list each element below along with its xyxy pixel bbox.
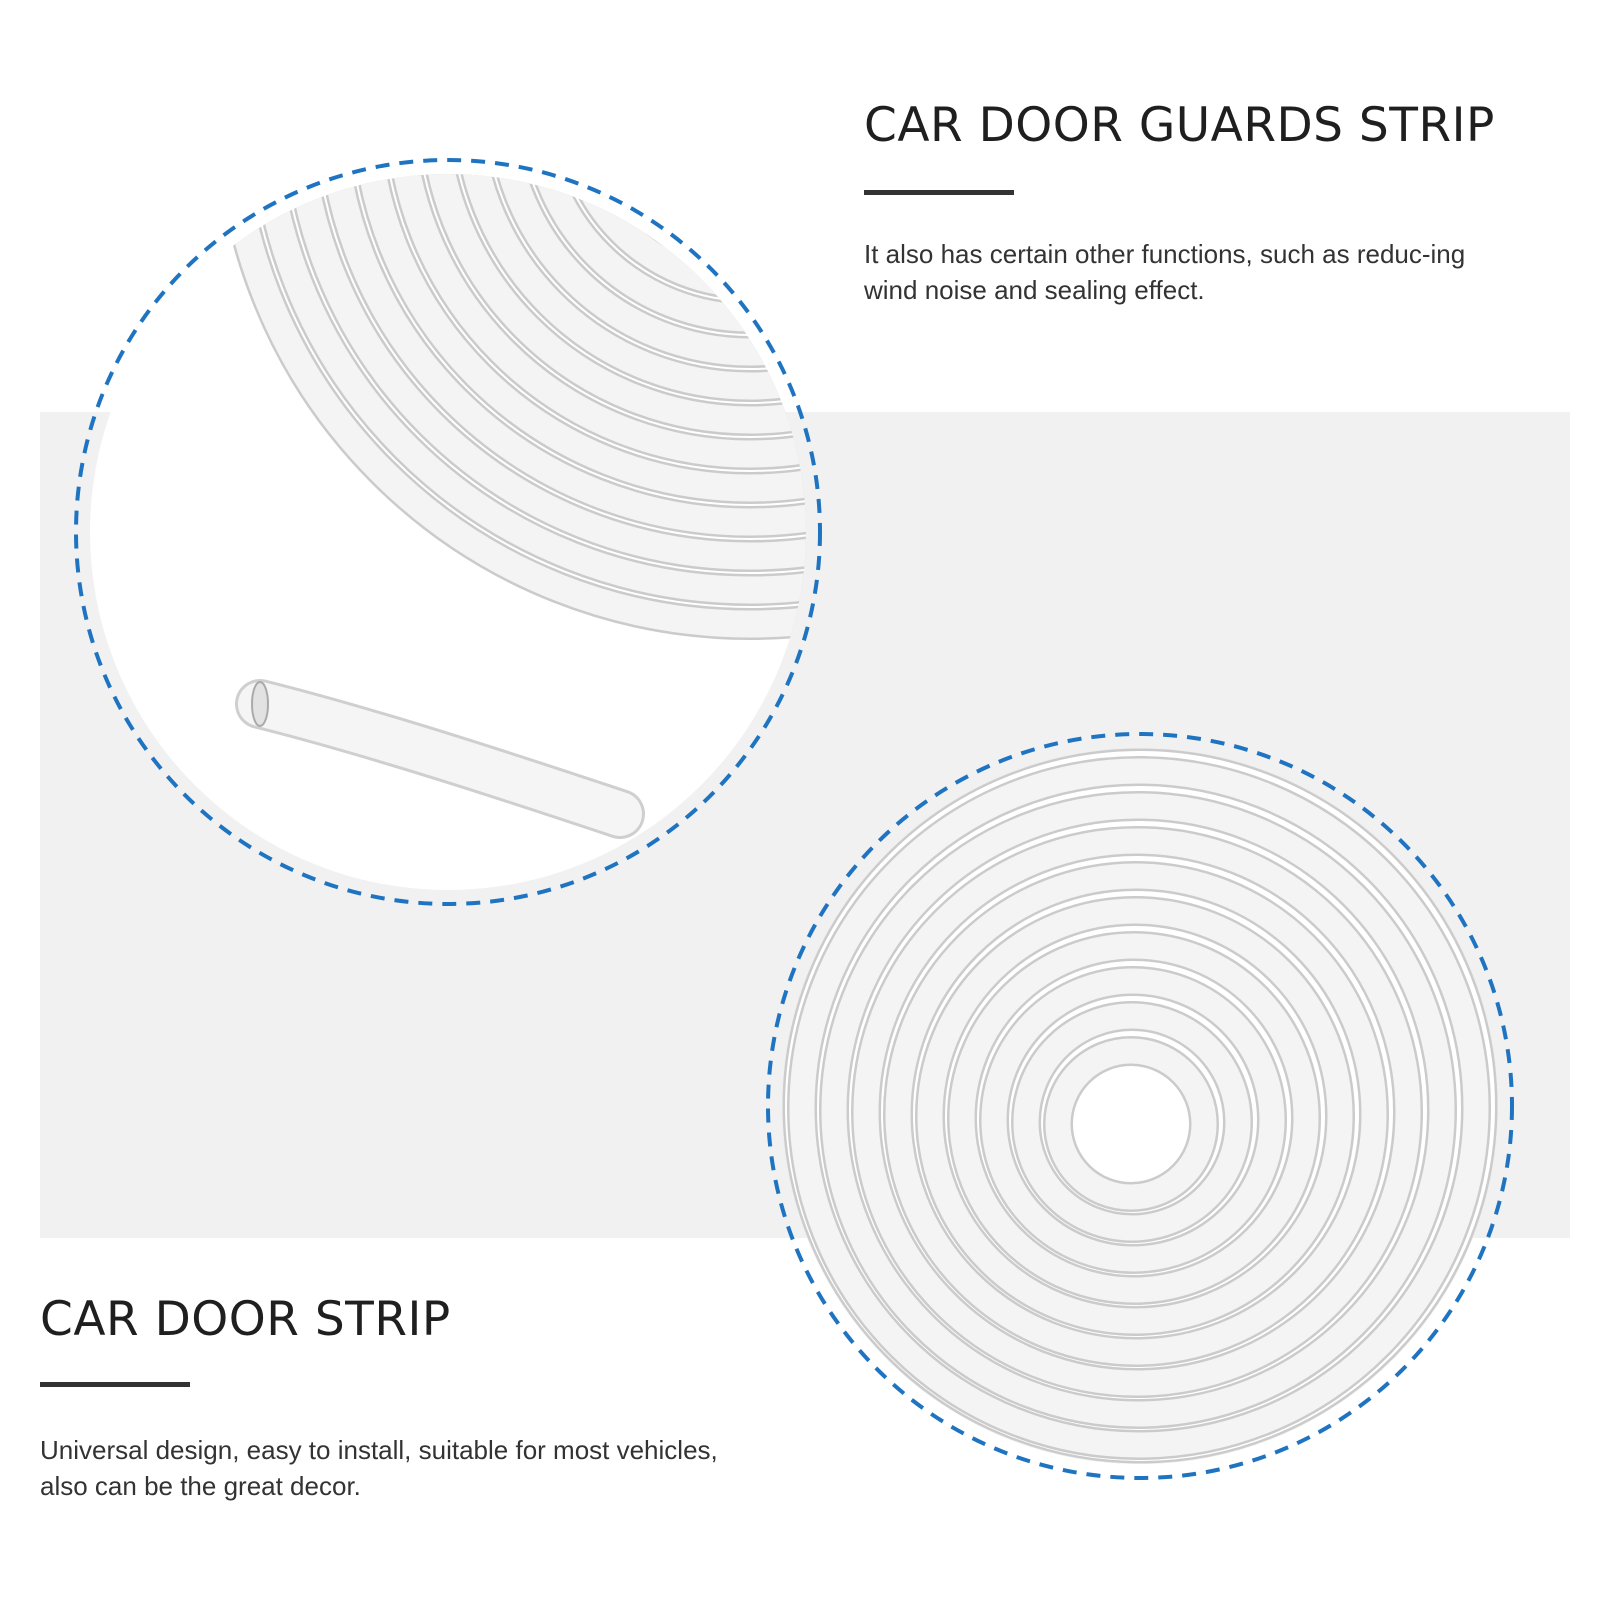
coil-center-hole [1092,1088,1172,1168]
coil-ring-face [1013,1003,1251,1241]
coil-ring-face [853,828,1421,1396]
title-underline [864,190,1014,195]
section-description-strip: Universal design, easy to install, suita… [40,1435,718,1501]
coil-ring-face [1045,1038,1217,1210]
coil-full-image [766,732,1514,1480]
dashed-circle-frame [766,732,1514,1480]
coil-ring-face [981,968,1285,1272]
coil-ring-face [949,933,1319,1303]
coil-strand-face [250,174,806,604]
coil-closeup-image [74,158,822,906]
coil-full-strands [782,748,1498,1464]
section-title-guards: CAR DOOR GUARDS STRIP [864,98,1495,153]
coil-strand-face [318,174,806,536]
title-underline [40,1382,190,1387]
coil-strand-face [216,174,806,638]
coil-ring-face [789,758,1489,1458]
coil-strand-face [386,174,806,468]
coil-strand-face [488,174,806,366]
coil-strand-face [352,174,806,502]
coil-ring-face [821,793,1455,1427]
section-description-guards: It also has certain other functions, suc… [864,239,1466,305]
coil-strand-face [454,174,806,400]
coil-ring-face [917,898,1353,1334]
dashed-circle-frame [74,158,822,906]
section-title-strip: CAR DOOR STRIP [40,1292,451,1347]
coil-strand-face [284,174,806,570]
coil-ring-face [885,863,1387,1365]
coil-strand-face [420,174,806,434]
